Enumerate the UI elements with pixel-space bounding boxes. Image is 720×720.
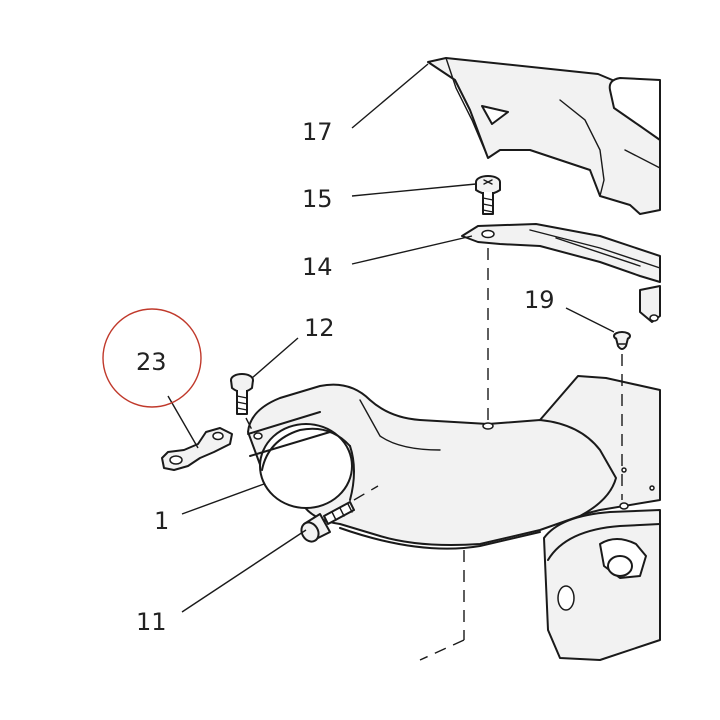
callout-1: 1	[154, 507, 169, 535]
part-17-upper-cover	[427, 57, 661, 215]
assembly-centerlines	[245, 248, 623, 661]
bracket-hole	[481, 229, 495, 239]
callout-17: 17	[302, 118, 333, 146]
callout-19: 19	[524, 286, 555, 314]
callout-12: 12	[304, 314, 335, 342]
part-19-rivet	[613, 331, 631, 350]
part-11-bolt	[300, 501, 355, 543]
callout-15: 15	[302, 185, 333, 213]
leader-lines	[167, 63, 615, 613]
part-1-clamp-arm	[247, 383, 629, 550]
callout-14: 14	[302, 253, 333, 281]
part-15-screw	[475, 175, 501, 215]
right-housing	[539, 375, 661, 661]
callout-23: 23	[136, 348, 167, 376]
callout-11: 11	[136, 608, 167, 636]
part-23-clip-plate	[161, 427, 233, 471]
part-14-bracket-plate	[461, 223, 661, 323]
clamp-ring	[259, 423, 353, 509]
highlight-circle	[102, 308, 202, 408]
part-12-screw	[230, 373, 254, 415]
